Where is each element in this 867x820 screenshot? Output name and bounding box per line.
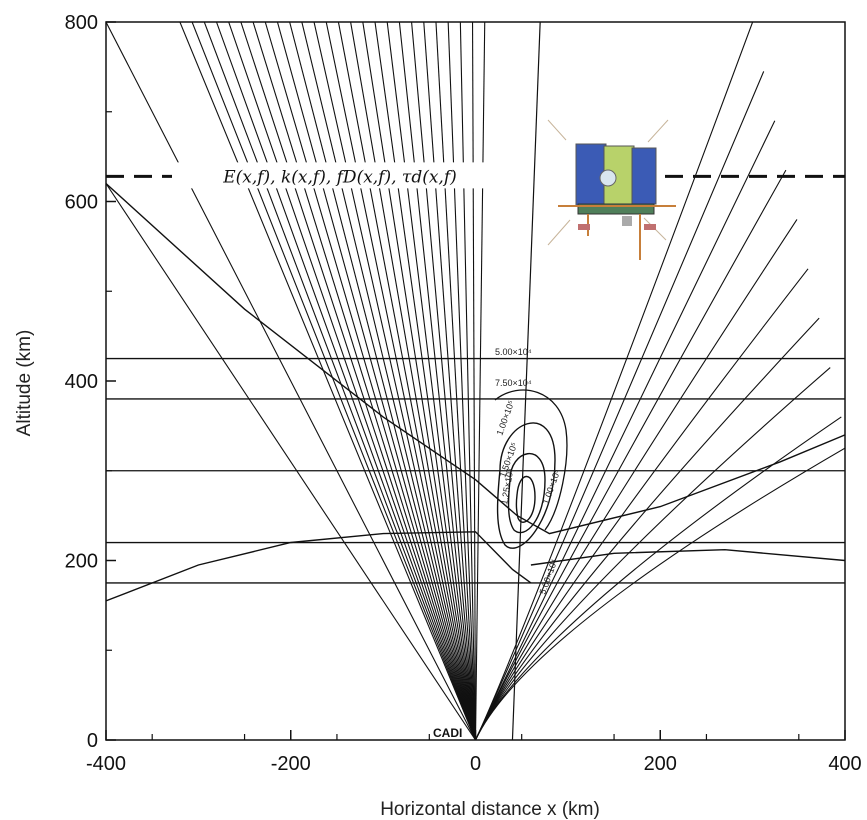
- ray-line: [106, 183, 476, 740]
- y-tick-label: 800: [65, 12, 98, 34]
- refracted-ray: [475, 71, 765, 740]
- refracted-ray: [475, 169, 787, 740]
- y-axis: 0 200 400 600 800: [65, 12, 116, 752]
- contour-label: 1.00×10⁵: [494, 399, 516, 437]
- ray-line: [459, 22, 477, 740]
- ray-line: [435, 22, 477, 740]
- ray-line: [276, 22, 477, 740]
- x-tick-label: -400: [86, 753, 126, 775]
- ray-line: [301, 22, 477, 740]
- contour-label: 7.50×10⁴: [495, 378, 532, 388]
- satellite-icon: [547, 119, 676, 260]
- series-curve: [530, 548, 845, 566]
- x-tick-label: 400: [828, 753, 861, 775]
- contour-1e5: [496, 422, 556, 549]
- y-tick-label: 400: [65, 371, 98, 393]
- contour-upper-1e5: [494, 389, 568, 531]
- ray-line: [203, 22, 477, 740]
- layer-level-lines: [106, 357, 845, 584]
- refracted-ray: [475, 447, 845, 740]
- refracted-ray: [475, 317, 820, 740]
- ray-line: [411, 22, 477, 740]
- ray-line: [337, 22, 477, 740]
- ray-line: [474, 22, 486, 740]
- ray-paths: [106, 22, 845, 740]
- x-tick-label: 200: [644, 753, 677, 775]
- ray-line: [362, 22, 477, 740]
- ray-line: [264, 22, 477, 740]
- ray-line: [386, 22, 477, 740]
- series-curve: [106, 531, 532, 602]
- y-tick-label: 0: [87, 730, 98, 752]
- contour-1-5e5: [515, 475, 536, 523]
- ray-line: [447, 22, 477, 740]
- ray-line: [350, 22, 477, 740]
- x-axis-title: Horizontal distance x (km): [380, 799, 600, 820]
- ray-line: [325, 22, 477, 740]
- ray-line: [191, 22, 477, 740]
- contour-label: 5.00×10⁴: [495, 347, 532, 357]
- data-series: [106, 182, 845, 602]
- x-axis: -400 -200 0 200 400: [86, 730, 862, 775]
- ray-line: [106, 22, 476, 740]
- cadi-label: CADI: [433, 726, 462, 740]
- ray-line: [423, 22, 477, 740]
- contour-1-25e5: [507, 452, 546, 534]
- ray-line: [471, 22, 477, 740]
- x-tick-label: 0: [470, 753, 481, 775]
- ray-line: [289, 22, 477, 740]
- ray-line: [240, 22, 477, 740]
- vertical-ray: [511, 22, 541, 740]
- satellite-measurement-label: E(x,f), k(x,f), fD(x,f), τd(x,f): [222, 167, 457, 187]
- ray-line: [252, 22, 477, 740]
- ray-line: [374, 22, 477, 740]
- satellite-label-background: [172, 162, 507, 189]
- ray-line: [398, 22, 477, 740]
- x-tick-label: -200: [271, 753, 311, 775]
- refracted-ray: [475, 22, 754, 740]
- density-contours: [494, 389, 568, 549]
- y-axis-title: Altitude (km): [14, 330, 35, 437]
- y-tick-label: 200: [65, 551, 98, 573]
- refracted-ray: [475, 219, 798, 740]
- y-tick-label: 600: [65, 192, 98, 214]
- ray-line: [228, 22, 477, 740]
- refracted-ray: [475, 268, 809, 740]
- ray-line: [313, 22, 477, 740]
- refracted-ray: [475, 367, 831, 740]
- ray-line: [215, 22, 477, 740]
- ray-line: [179, 22, 477, 740]
